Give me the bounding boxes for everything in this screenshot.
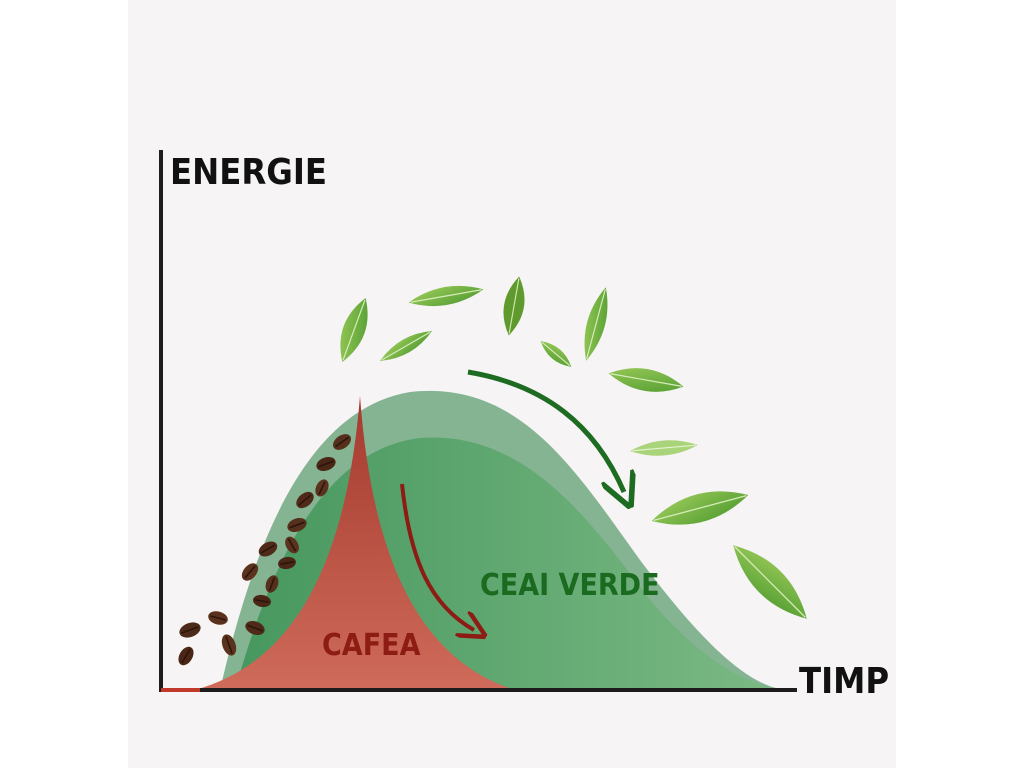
x-axis-label: TIMP (799, 661, 889, 702)
ceai-verde-trend-arrow (467, 369, 624, 492)
series-label-cafea: CAFEA (322, 628, 421, 663)
y-axis-label: ENERGIE (170, 152, 327, 193)
green-tea-leaves-icon (340, 276, 807, 619)
series-cafea-area (195, 396, 515, 690)
cafea-trend-arrow (400, 483, 474, 630)
series-label-ceai-verde: CEAI VERDE (480, 568, 660, 603)
coffee-beans-icon (178, 434, 352, 666)
